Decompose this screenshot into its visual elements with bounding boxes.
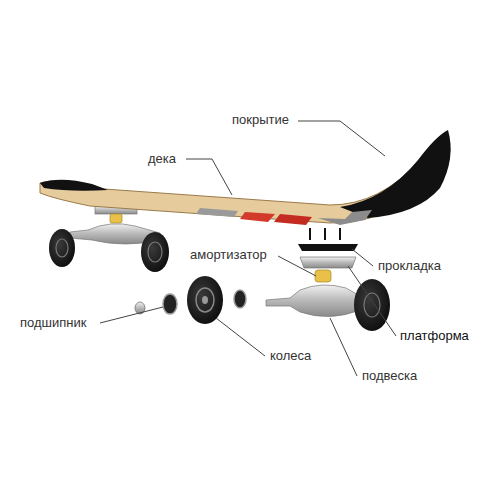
riser-pad (298, 244, 358, 251)
deck-graphic (240, 212, 275, 222)
screw (324, 228, 326, 240)
part-label: дека (148, 151, 176, 167)
deck-graphic (196, 208, 238, 217)
wheel-graphic (56, 239, 68, 257)
baseplate (300, 257, 356, 268)
leader-line (278, 256, 316, 276)
screw (339, 228, 341, 240)
wheel-graphic (364, 293, 380, 317)
part-label: подшипник (20, 315, 86, 331)
griptape (340, 130, 451, 218)
wheel-graphic (148, 242, 162, 262)
leader-line (348, 266, 396, 336)
leader-line (186, 159, 232, 195)
part-label: подвеска (362, 368, 417, 384)
deck-graphic (274, 214, 312, 225)
wheel-hub (202, 296, 208, 304)
bushing (315, 270, 331, 282)
wheel (354, 279, 390, 331)
bearing (234, 290, 246, 308)
screw (309, 228, 311, 240)
leader-line (298, 121, 385, 156)
front-truck (49, 206, 169, 272)
leader-line (352, 249, 373, 266)
deck (40, 130, 451, 225)
wheel (187, 276, 223, 324)
bushing (110, 214, 122, 223)
wheel (49, 229, 75, 267)
leader-line (100, 307, 163, 323)
wheel-graphic (196, 288, 214, 312)
leader-line (216, 318, 265, 356)
part-label: платформа (400, 328, 469, 344)
part-label: покрытие (232, 112, 289, 128)
leader-lines (100, 121, 396, 376)
exploded-wheel (135, 276, 246, 324)
part-label: прокладка (378, 258, 441, 274)
screws (310, 228, 340, 240)
hanger (266, 285, 366, 317)
wheel (141, 232, 169, 272)
bearing (163, 294, 177, 314)
rear-truck (266, 244, 390, 331)
deck-graphic (318, 210, 372, 225)
part-label: колеса (270, 348, 311, 364)
part-label: амортизатор (190, 247, 267, 263)
leader-line (330, 318, 357, 376)
griptape (40, 180, 108, 191)
